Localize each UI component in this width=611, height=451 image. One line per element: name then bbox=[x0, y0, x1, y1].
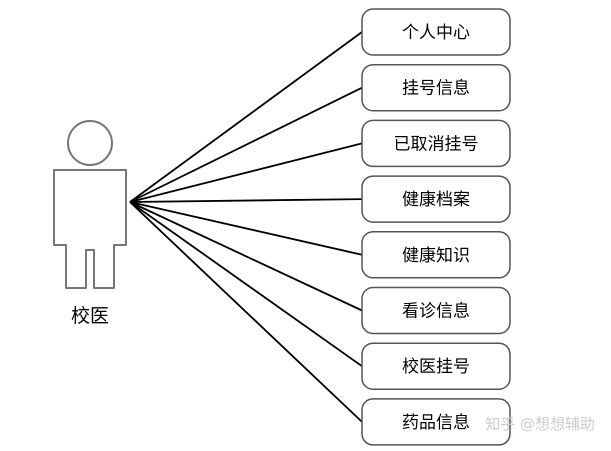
association-line bbox=[129, 201, 363, 423]
use-case-shape bbox=[361, 63, 511, 112]
watermark-text: 知乎 @想想辅助 bbox=[485, 415, 595, 433]
actor-head bbox=[67, 120, 113, 166]
use-case-label: 校医挂号 bbox=[402, 357, 470, 377]
actor-body bbox=[53, 169, 127, 289]
watermark: 知乎 @想想辅助 bbox=[485, 415, 595, 433]
use-case-box: 挂号信息 bbox=[361, 63, 511, 112]
actor-figure: 校医 bbox=[53, 120, 127, 327]
use-case-shape bbox=[361, 398, 511, 446]
use-case-shape bbox=[361, 286, 511, 335]
use-case-label: 药品信息 bbox=[402, 413, 470, 433]
association-line bbox=[129, 198, 363, 203]
use-case-shape bbox=[361, 8, 511, 56]
use-case-shape bbox=[361, 231, 511, 279]
use-case-shape bbox=[361, 175, 511, 223]
use-case-label: 已取消挂号 bbox=[394, 134, 479, 154]
use-case-shape bbox=[361, 119, 511, 168]
use-case-box: 看诊信息 bbox=[361, 286, 511, 335]
use-case-box: 药品信息 bbox=[361, 398, 511, 446]
association-line bbox=[129, 201, 363, 256]
use-case-label: 挂号信息 bbox=[402, 79, 470, 99]
use-case-box: 个人中心 bbox=[361, 8, 511, 56]
use-case-box: 校医挂号 bbox=[361, 342, 511, 390]
use-case-shape bbox=[361, 342, 511, 390]
use-case-box: 健康知识 bbox=[361, 231, 511, 279]
association-line bbox=[129, 142, 363, 203]
association-line bbox=[129, 86, 363, 203]
association-line bbox=[129, 201, 363, 312]
use-case-label: 健康档案 bbox=[402, 190, 470, 210]
actor-label: 校医 bbox=[71, 305, 109, 327]
use-case-box: 健康档案 bbox=[361, 175, 511, 223]
use-case-box: 已取消挂号 bbox=[361, 119, 511, 168]
use-case-label: 健康知识 bbox=[402, 246, 470, 266]
use-case-label: 看诊信息 bbox=[402, 302, 470, 322]
association-lines bbox=[129, 31, 363, 423]
use-case-label: 个人中心 bbox=[402, 23, 470, 43]
association-line bbox=[129, 31, 363, 203]
association-line bbox=[129, 201, 363, 367]
